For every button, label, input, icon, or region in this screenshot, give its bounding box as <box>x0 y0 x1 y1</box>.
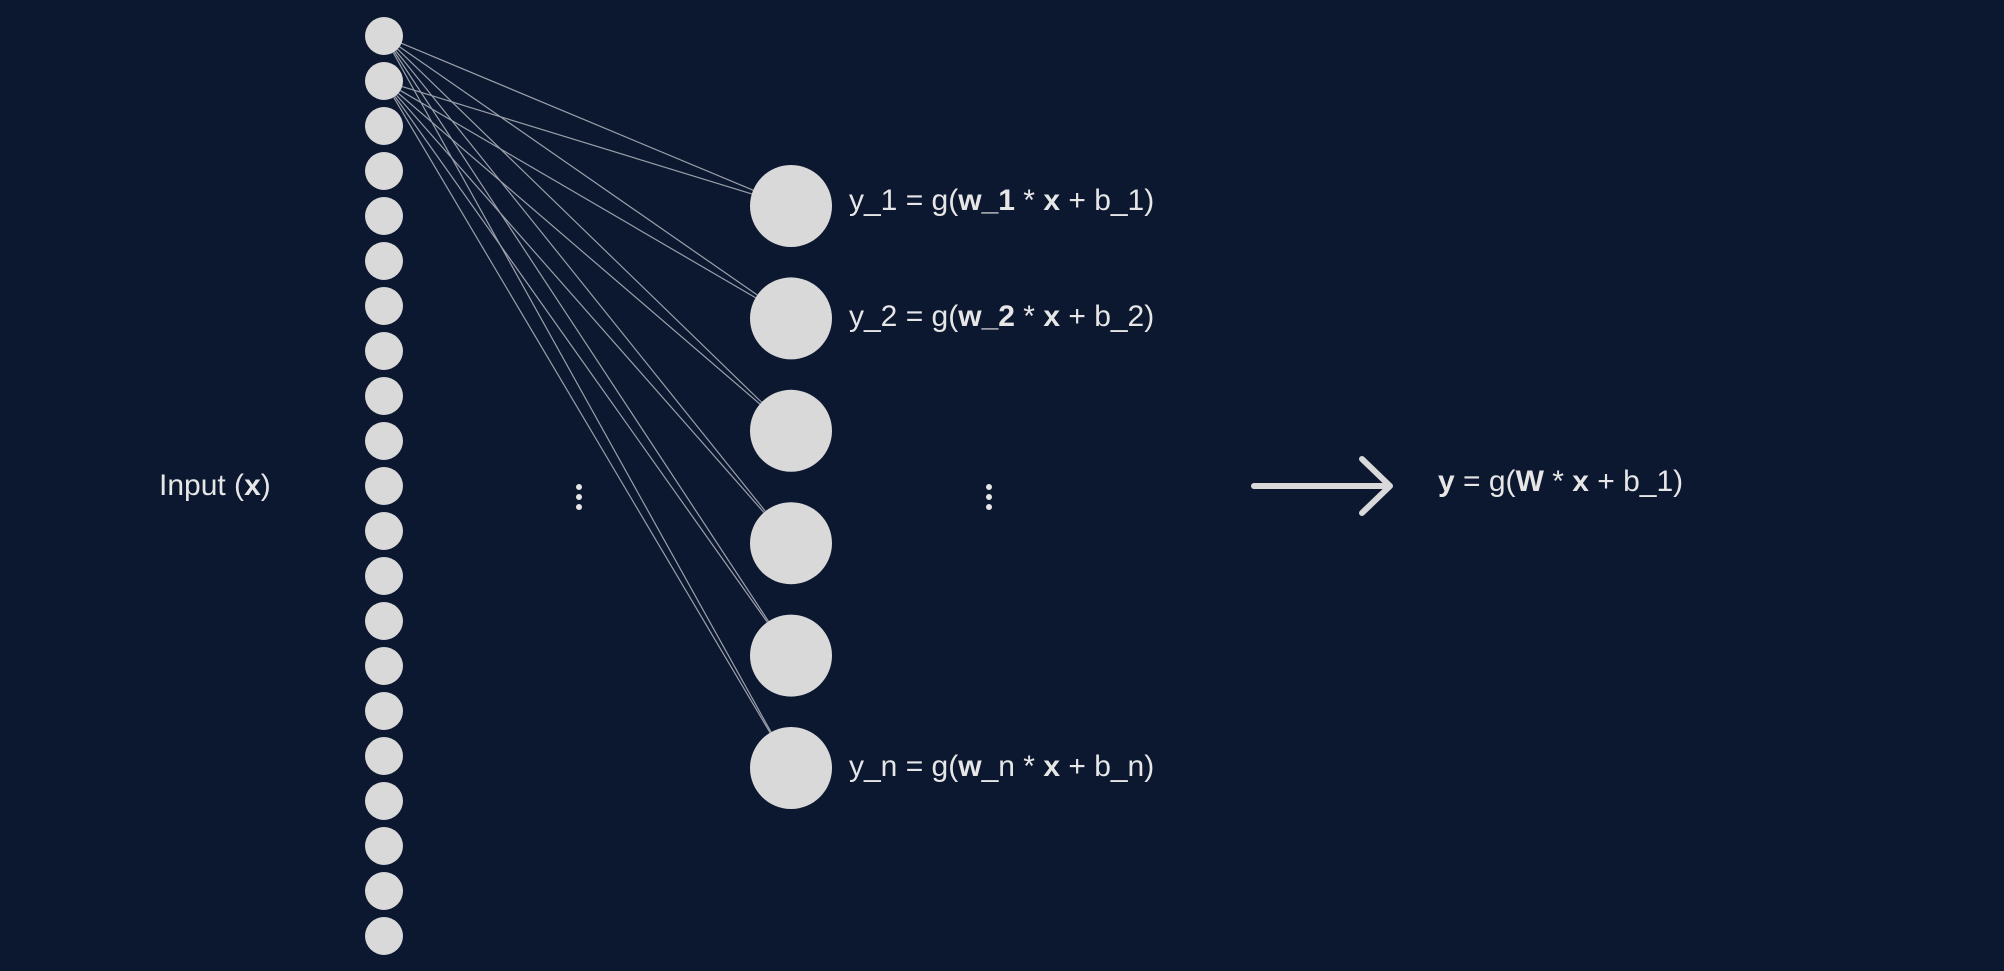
output-node <box>750 727 832 809</box>
input-node <box>365 152 403 190</box>
input-node <box>365 422 403 460</box>
output-equation-2: y_2 = g(w_2 * x + b_2) <box>849 300 1155 333</box>
connection-edge <box>393 97 771 734</box>
output-node <box>750 502 832 585</box>
output-node <box>750 614 832 697</box>
input-node <box>365 332 403 370</box>
output-equation-n: y_n = g(w_n * x + b_n) <box>849 750 1155 783</box>
input-node <box>365 242 403 280</box>
right-arrow-icon <box>1251 456 1393 516</box>
input-label: Input (x) <box>159 469 271 502</box>
input-node <box>365 107 403 145</box>
input-node <box>365 17 403 55</box>
input-node <box>365 602 403 640</box>
connection-edge <box>393 51 769 622</box>
connection-edge <box>397 48 762 403</box>
input-node <box>365 647 403 685</box>
connection-edges <box>392 42 772 734</box>
input-node <box>365 557 403 595</box>
input-layer <box>365 17 403 955</box>
input-node <box>365 737 403 775</box>
connection-edge <box>395 50 766 512</box>
output-equation-1: y_1 = g(w_1 * x + b_1) <box>849 184 1155 217</box>
connection-edge <box>399 46 758 296</box>
input-node <box>365 692 403 730</box>
connection-edge <box>401 42 754 191</box>
input-node <box>365 827 403 865</box>
connection-edge <box>392 52 772 733</box>
matrix-equation: y = g(W * x + b_1) <box>1438 465 1684 498</box>
input-node <box>365 62 403 100</box>
output-node <box>750 277 832 360</box>
vertical-ellipsis-icon <box>985 484 993 514</box>
input-node <box>365 197 403 235</box>
output-node <box>750 389 832 472</box>
connection-edge <box>401 86 752 195</box>
input-node <box>365 287 403 325</box>
connection-edge <box>394 96 768 623</box>
connection-edge <box>396 94 765 513</box>
input-node <box>365 377 403 415</box>
vertical-ellipsis-icon <box>575 484 583 514</box>
connection-edge <box>400 90 756 299</box>
input-node <box>365 512 403 550</box>
output-node <box>750 165 832 247</box>
input-node <box>365 872 403 910</box>
connection-edge <box>398 92 761 405</box>
output-layer <box>750 165 832 809</box>
input-node <box>365 782 403 820</box>
input-node <box>365 917 403 955</box>
input-node <box>365 467 403 505</box>
